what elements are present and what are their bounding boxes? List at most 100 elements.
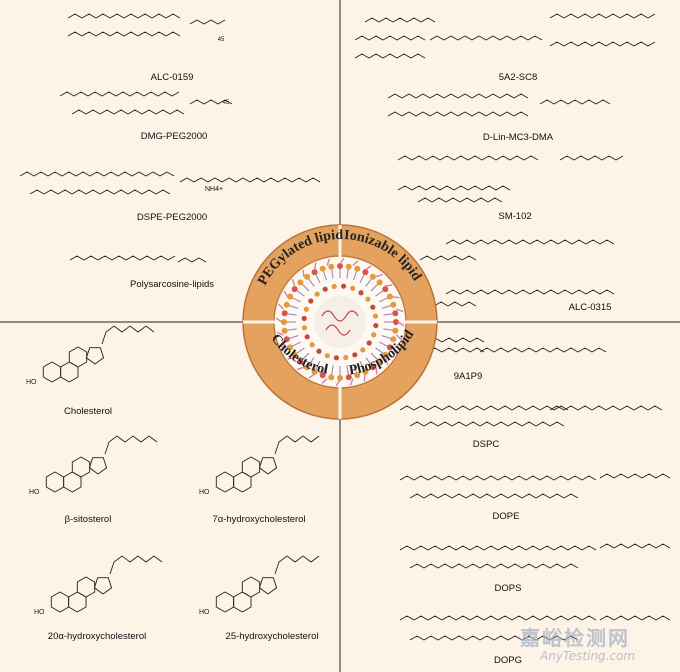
lipid-head — [319, 265, 326, 272]
lipid-head — [291, 286, 298, 293]
sc8-chain-2 — [354, 35, 426, 41]
lipid-head — [287, 344, 294, 351]
peg-squiggle — [302, 269, 305, 277]
lipid-head — [393, 319, 399, 325]
ho-text: HO — [26, 379, 37, 386]
peg-squiggle — [335, 379, 341, 387]
ring-a — [215, 471, 235, 493]
peg-squiggle — [326, 258, 331, 266]
lipid-head — [304, 364, 311, 371]
lipid-head — [337, 263, 343, 269]
dspe-chain-1 — [19, 171, 175, 177]
inner-lipid-head — [343, 354, 349, 361]
peg-squiggle — [396, 308, 404, 313]
inner-lipid-head — [350, 285, 356, 291]
steroid-ring-structures: HO HO HO HO HO — [26, 325, 320, 616]
ho-text: HO — [199, 609, 210, 616]
cholesterol-label: Cholesterol — [63, 406, 113, 417]
inner-lipid-head — [303, 306, 309, 312]
lipid-head — [386, 344, 393, 351]
inner-lipid-head — [352, 352, 358, 358]
ring-d — [93, 577, 113, 595]
polysarcosine-label: Polysarcosine-lipids — [130, 279, 214, 290]
inner-lipid-head — [333, 355, 340, 361]
dope-chain-2 — [409, 493, 579, 499]
side-chain — [101, 325, 155, 345]
dope-head — [599, 473, 671, 479]
dspc-chain-1 — [399, 405, 569, 411]
dops-head — [599, 543, 671, 549]
ring-a — [215, 591, 235, 613]
lipid-head — [337, 375, 343, 381]
beta-sitosterol-label: β-sitosterol — [64, 514, 112, 525]
ring-d — [85, 347, 105, 365]
chemical-structures — [19, 13, 671, 641]
lipid-head — [291, 351, 298, 358]
lipid-head — [376, 358, 383, 365]
peg-subscript-2: 45 — [222, 100, 230, 106]
9a1p9-label: 9A1P9 — [453, 371, 483, 382]
ring-c — [76, 576, 96, 598]
lipid-head — [345, 263, 352, 270]
dops-chain-2 — [409, 563, 579, 569]
lnp-badge — [242, 224, 438, 420]
dopg-chain-1 — [399, 615, 597, 621]
ho-text: HO — [29, 489, 40, 496]
mrna-strand-1 — [321, 310, 359, 322]
ring-a — [42, 361, 62, 383]
alc0159-peg — [189, 19, 226, 25]
a9-chain-3 — [479, 347, 607, 353]
inner-lipid-head — [304, 334, 310, 340]
dmg-chain-1 — [59, 91, 180, 97]
sm102-head — [559, 155, 624, 161]
alc0159-chain-1 — [67, 13, 181, 19]
lipid-head — [328, 374, 335, 381]
alc0315-chain-3 — [419, 255, 477, 261]
alc0159-chain-2 — [67, 31, 181, 37]
peg-squiggle — [364, 265, 372, 271]
lnp-inner-core — [314, 296, 366, 348]
dspe-peg2000-label: DSPE-PEG2000 — [136, 212, 208, 223]
dspe-head — [179, 177, 321, 183]
lipid-head — [392, 310, 399, 317]
alc-0315-label: ALC-0315 — [568, 302, 612, 313]
25-hydroxycholesterol-label: 25-hydroxycholesterol — [225, 631, 319, 642]
dope-label: DOPE — [492, 511, 520, 522]
lipid-head — [369, 273, 376, 280]
peg-squiggle — [283, 290, 289, 298]
ho-text: HO — [34, 609, 45, 616]
lipid-head — [297, 358, 304, 365]
side-chain — [274, 555, 320, 575]
peg-squiggle — [392, 296, 400, 299]
dspc-chain-2 — [409, 421, 565, 427]
peg-squiggle — [314, 262, 317, 270]
sm-102-label: SM-102 — [498, 211, 532, 222]
ring-c — [68, 346, 88, 368]
hydroxy7-structure: HO — [199, 435, 320, 496]
alc0315-chain-2 — [445, 289, 615, 295]
peg-squiggle — [396, 334, 402, 341]
lipid-head — [287, 293, 294, 300]
inner-lipid-head — [371, 332, 377, 338]
peg-squiggle — [278, 303, 284, 310]
peg-squiggle — [276, 331, 284, 336]
sm102-chain-2 — [397, 185, 511, 191]
lipid-head — [376, 279, 383, 286]
lipid-head — [281, 319, 287, 325]
lipid-head — [354, 265, 361, 272]
side-chain — [274, 435, 320, 455]
dspc-label: DSPC — [472, 439, 500, 450]
inner-lipid-head — [366, 340, 372, 346]
lipid-head — [345, 374, 352, 381]
lipid-head — [283, 301, 290, 308]
ammonium-label: NH4+ — [204, 186, 224, 193]
lipid-head — [319, 372, 326, 379]
lipid-head — [362, 269, 369, 276]
lipid-head — [386, 293, 393, 300]
inner-lipid-head — [316, 348, 322, 354]
dops-chain-1 — [399, 545, 597, 551]
inner-lipid-head — [370, 304, 376, 310]
beta-sitosterol-structure: HO — [29, 435, 158, 496]
dmg-peg2000-label: DMG-PEG2000 — [140, 131, 208, 142]
